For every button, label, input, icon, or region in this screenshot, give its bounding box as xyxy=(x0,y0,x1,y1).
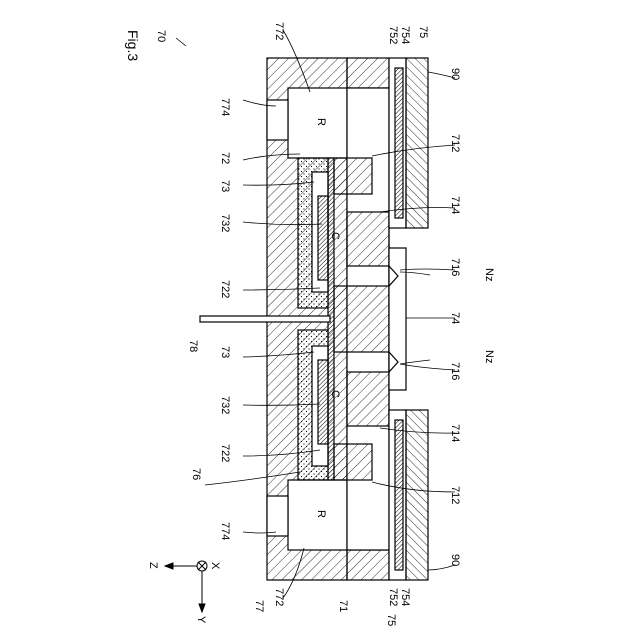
wall-712-top xyxy=(334,158,372,194)
figure-title: Fig.3 xyxy=(125,30,141,61)
layer-752-bottom xyxy=(395,420,403,570)
label-754-bottom: 754 xyxy=(399,588,411,606)
label-nz-top: Nz xyxy=(483,268,495,281)
substrate-90-top xyxy=(406,58,428,228)
label-90-bottom: 90 xyxy=(449,554,461,566)
axes-indicator xyxy=(165,561,207,612)
label-74: 74 xyxy=(449,312,461,324)
label-r-top: R xyxy=(315,118,327,126)
label-752-bottom: 752 xyxy=(387,588,399,606)
block-714-bottom xyxy=(347,372,389,426)
substrate-90-bottom xyxy=(406,410,428,580)
figure-number: 70 xyxy=(155,30,167,42)
label-76: 76 xyxy=(190,468,202,480)
label-772-bottom: 772 xyxy=(273,588,285,606)
central-column xyxy=(334,286,389,352)
label-712-bottom: 712 xyxy=(449,486,461,504)
label-73-top: 73 xyxy=(219,180,231,192)
label-712-top: 712 xyxy=(449,134,461,152)
layer-722-bottom xyxy=(318,360,328,444)
label-774-top: 774 xyxy=(219,98,231,116)
layer-752-top xyxy=(395,68,403,218)
label-75-top: 75 xyxy=(417,26,429,38)
label-73-bottom: 73 xyxy=(219,346,231,358)
axis-label-z: Z xyxy=(147,562,159,569)
label-72: 72 xyxy=(219,152,231,164)
layer-722-top xyxy=(318,196,328,280)
block-714-top xyxy=(347,212,389,266)
figure-number-arrow xyxy=(176,38,186,46)
label-71: 71 xyxy=(337,600,349,612)
label-nz-bottom: Nz xyxy=(483,350,495,363)
label-77: 77 xyxy=(253,600,265,612)
label-772-top: 772 xyxy=(273,22,285,40)
label-722-top: 722 xyxy=(219,280,231,298)
axis-label-x: X xyxy=(209,562,221,570)
label-716-top: 716 xyxy=(449,258,461,276)
label-722-bottom: 722 xyxy=(219,444,231,462)
label-754-top: 754 xyxy=(399,26,411,44)
label-714-bottom: 714 xyxy=(449,424,461,442)
label-75-bottom: 75 xyxy=(385,614,397,626)
label-732-bottom: 732 xyxy=(219,396,231,414)
wall-712-bottom xyxy=(334,444,372,480)
label-c-top: C xyxy=(329,232,341,240)
label-78: 78 xyxy=(187,340,199,352)
plate-71-top xyxy=(347,58,389,88)
axis-label-y: Y xyxy=(195,616,207,624)
drawing-body xyxy=(200,58,428,580)
label-774-bottom: 774 xyxy=(219,522,231,540)
label-716-bottom: 716 xyxy=(449,362,461,380)
label-c-bottom: C xyxy=(329,390,341,398)
label-714-top: 714 xyxy=(449,196,461,214)
plate-71-bottom xyxy=(347,550,389,580)
label-752-top: 752 xyxy=(387,26,399,44)
label-90-top: 90 xyxy=(449,68,461,80)
label-732-top: 732 xyxy=(219,214,231,232)
shaft-78 xyxy=(200,316,330,322)
opening-774-bottom xyxy=(267,496,288,536)
label-r-bottom: R xyxy=(315,510,327,518)
